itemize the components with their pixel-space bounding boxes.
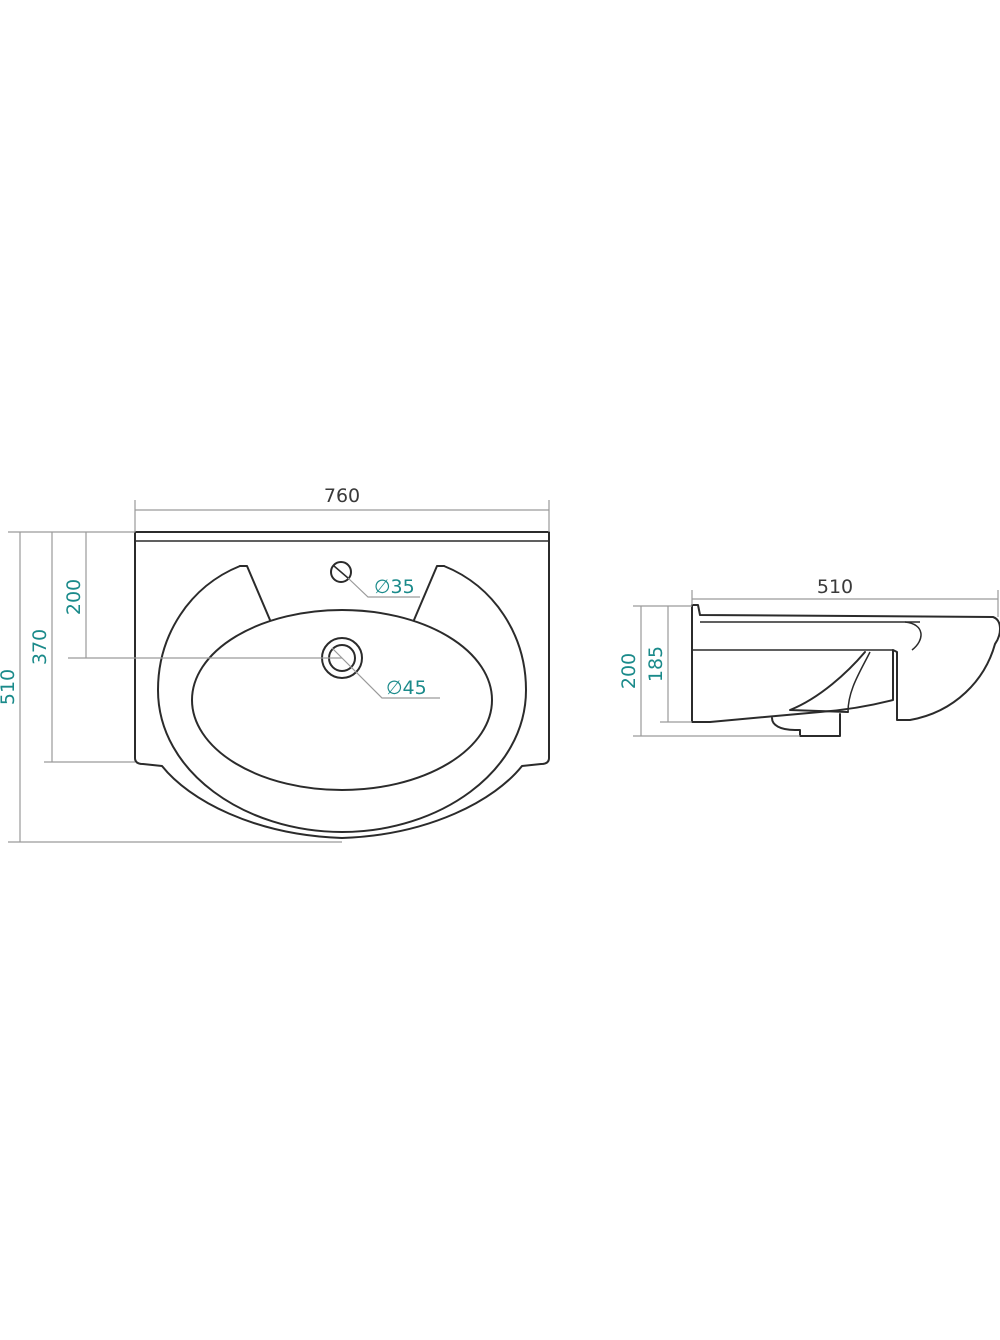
left-wing [239,565,271,621]
right-wing [413,565,445,621]
drain-label: ∅45 [386,677,427,699]
width-label: 760 [324,485,360,507]
side-bowl-curve [789,651,866,713]
side-drain [771,713,841,737]
bowl-rim [157,565,527,833]
tap-hole [330,561,352,583]
depth-label: 510 [817,576,853,598]
side-height-bowl-label: 185 [645,646,667,682]
side-bowl-curve-2 [847,651,871,713]
tap-hole-slash [333,565,349,579]
height-total-label: 510 [0,669,19,705]
side-height-total-label: 200 [618,653,640,689]
drain-leader [331,647,440,699]
sink-outline-top [134,531,550,839]
inner-basin [191,609,493,791]
tap-hole-leader [347,577,420,598]
height-drain-label: 200 [63,579,85,615]
side-rim-curve [904,621,922,651]
tap-hole-label: ∅35 [374,576,415,598]
top-view: 760 510 370 200 ∅35 ∅45 [0,485,550,843]
side-view: 510 200 185 [618,576,1000,737]
height-mid-label: 370 [29,629,51,665]
